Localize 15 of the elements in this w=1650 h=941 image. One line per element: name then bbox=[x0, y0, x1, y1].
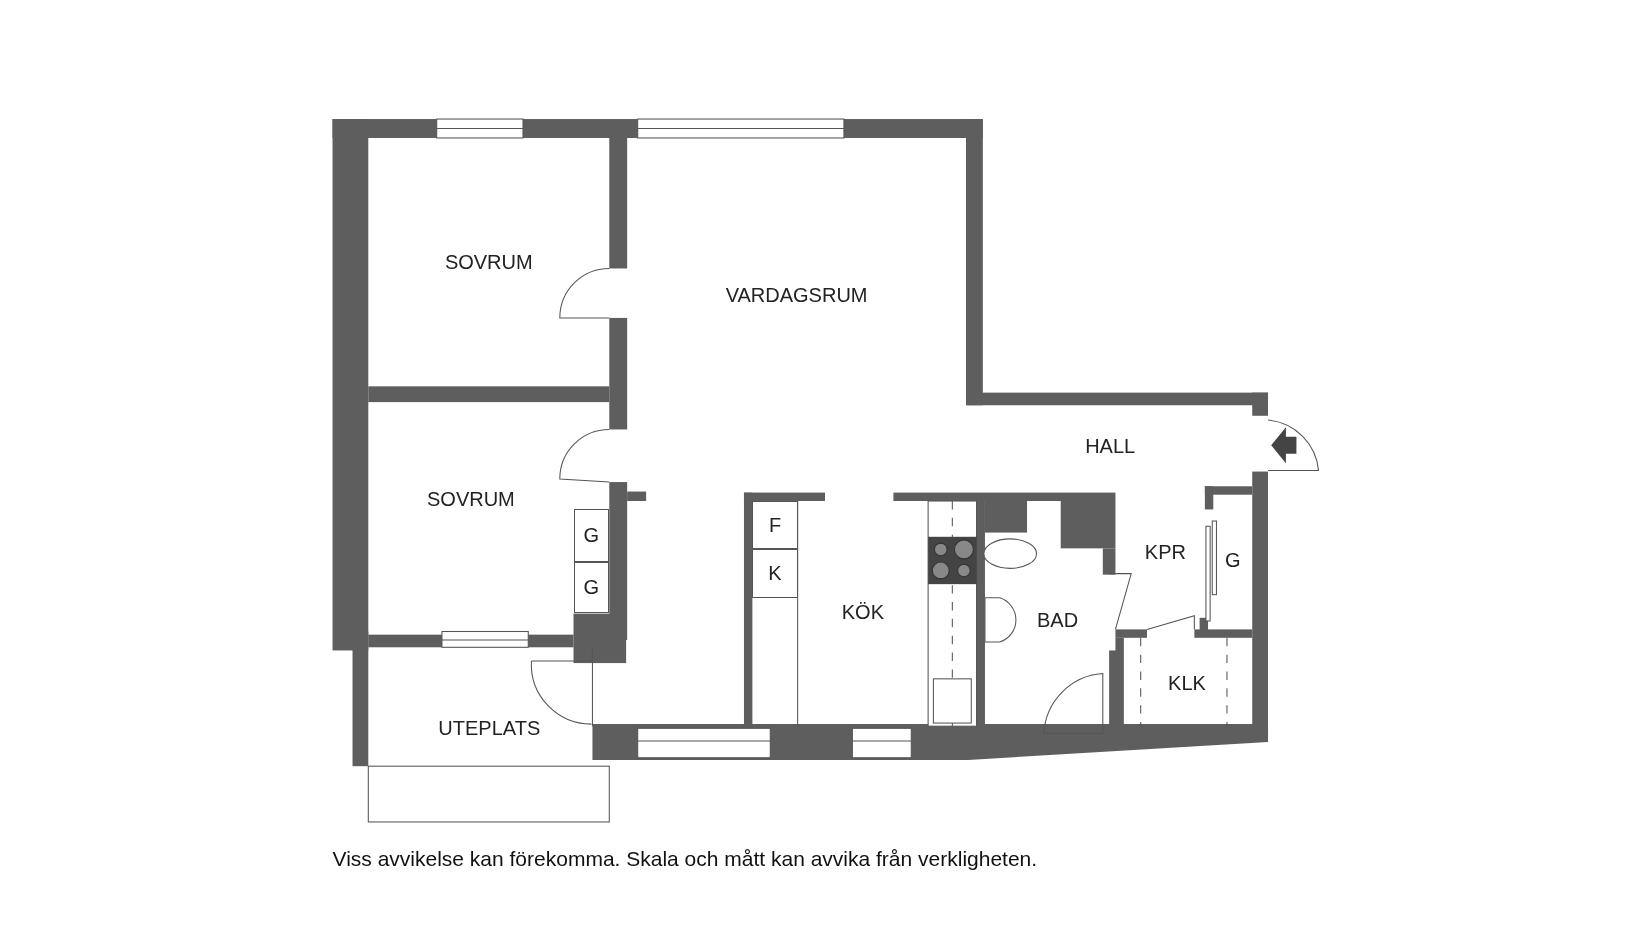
room-label: VARDAGSRUM bbox=[725, 284, 868, 308]
room-label: BAD bbox=[1037, 609, 1079, 633]
cabinet: G bbox=[573, 509, 610, 562]
room-label: KÖK bbox=[841, 601, 884, 625]
room-label: HALL bbox=[1085, 434, 1136, 458]
room-label: SOVRUM bbox=[427, 487, 515, 511]
cabinet: F bbox=[752, 500, 798, 550]
disclaimer-note: Viss avvikelse kan förekomma. Skala och mått kan avvika från verkligheten. bbox=[332, 847, 1038, 872]
room-label: SOVRUM bbox=[444, 250, 533, 274]
room-label: UTEPLATS bbox=[438, 717, 541, 741]
cabinet: K bbox=[752, 549, 798, 598]
room-label: KLK bbox=[1168, 672, 1206, 696]
cabinet: G bbox=[573, 561, 610, 614]
room-label: KPR bbox=[1144, 540, 1186, 564]
room-label: G bbox=[1224, 548, 1241, 572]
